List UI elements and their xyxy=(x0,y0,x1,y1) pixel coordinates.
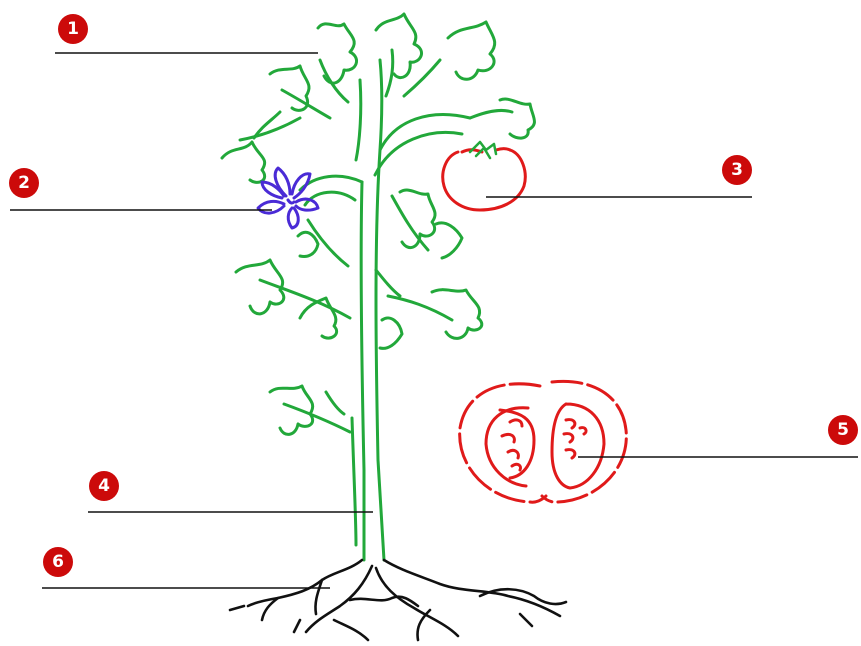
stem-branches xyxy=(298,58,472,207)
callout-number: 5 xyxy=(837,420,849,440)
leaves xyxy=(220,12,536,436)
fruit-calyx xyxy=(468,140,498,160)
callout-badge-3: 3 xyxy=(722,155,752,185)
flower xyxy=(256,166,320,230)
callout-badge-2: 2 xyxy=(9,168,39,198)
badge-circle xyxy=(722,155,752,185)
badge-circle xyxy=(58,14,88,44)
roots xyxy=(228,558,568,642)
stem xyxy=(350,148,386,562)
callout-badge-1: 1 xyxy=(58,14,88,44)
callout-number: 3 xyxy=(731,160,743,180)
callout-badge-4: 4 xyxy=(89,471,119,501)
callout-number: 6 xyxy=(52,552,64,572)
badge-circle xyxy=(828,415,858,445)
callout-number: 4 xyxy=(98,476,110,496)
leader-lines xyxy=(10,52,858,589)
badge-circle xyxy=(89,471,119,501)
tomato-fruit xyxy=(441,147,527,212)
tomato-plant xyxy=(220,12,536,562)
callout-badge-6: 6 xyxy=(43,547,73,577)
callout-number: 2 xyxy=(18,173,30,193)
fruit-cross-section xyxy=(458,379,628,504)
callout-number: 1 xyxy=(67,19,79,39)
callout-badge-5: 5 xyxy=(828,415,858,445)
badge-circle xyxy=(43,547,73,577)
badge-circle xyxy=(9,168,39,198)
